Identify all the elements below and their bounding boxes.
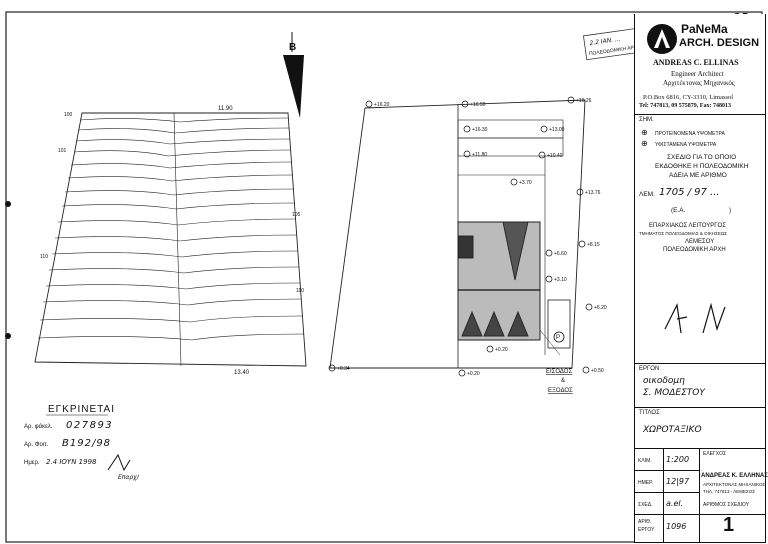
- contour-label: 105: [292, 212, 301, 218]
- drawing-title: ΧΩΡΟΤΑΞΙΚΟ: [643, 425, 702, 435]
- firm-address: P.O.Box 6816, CY-3310, Limassol: [643, 94, 734, 101]
- level: +13.00: [549, 127, 565, 133]
- legend-proposed: ΠΡΟΤΕΙΝΟΜΕΝΑ ΥΨΟΜΕΤΡΑ: [655, 131, 725, 137]
- entrance-and: &: [561, 378, 565, 384]
- plan-line1: ΣΧΕΔΙΟ ΓΙΑ ΤΟ ΟΠΟΙΟ: [667, 154, 737, 161]
- project-line1: οικοδομη: [643, 376, 685, 386]
- level: +0.50: [591, 368, 604, 374]
- level: +10.40: [547, 153, 563, 159]
- contour-label: 101: [58, 148, 67, 154]
- level: +13.76: [585, 190, 601, 196]
- firm-title-en: Engineer Architect: [671, 70, 724, 78]
- level: +0.20: [495, 347, 508, 353]
- level: +16.30: [472, 127, 488, 133]
- exit-label: ΕΞΟΔΟΣ: [548, 388, 573, 394]
- level: +3.70: [519, 180, 532, 186]
- svg-text:B192/98: B192/98: [62, 438, 111, 449]
- level: +11.80: [472, 152, 487, 158]
- level: +6.60: [554, 251, 567, 257]
- logo-line2: ARCH. DESIGN: [679, 37, 760, 49]
- plan-line2: ΕΚΔΟΘΗΚΕ Η ΠΟΛΕΟΔΟΜΙΚΗ: [655, 163, 749, 170]
- title-label: ΤΙΤΛΟΣ: [639, 410, 660, 416]
- drawn-label: ΣΧΕΔ.: [638, 502, 653, 508]
- drawn-value: a.el.: [666, 499, 684, 508]
- scale-value: 1:200: [666, 455, 690, 464]
- drawing-no-label: ΑΡΙΘΜΟΣ ΣΧΕΔΙΟΥ: [703, 502, 750, 508]
- checker-stamp-role: ΑΡΧΙΤΕΚΤΟΝΑΣ ΜΗΧΑΝΙΚΟΣ: [703, 482, 766, 487]
- svg-text:Αρ. φάκελ.: Αρ. φάκελ.: [24, 423, 53, 430]
- contour-label: 100: [64, 112, 73, 118]
- job-label2: ΕΡΓΟΥ: [638, 527, 655, 533]
- dim-top: 11.90: [218, 106, 233, 112]
- svg-text:Αρ. Φοιτ.: Αρ. Φοιτ.: [24, 442, 49, 448]
- department: ΤΜΗΜΑΤΟΣ ΠΟΛΕΟΔΟΜΙΑΣ & ΟΙΚΗΣΕΩΣ: [639, 231, 728, 236]
- dim-bottom: 13.40: [234, 370, 250, 376]
- checker-stamp-tel: ΤΗΛ. 747813 - ΛΕΜΕΣΟΣ: [703, 489, 756, 494]
- permit-label: ΛΕΜ.: [639, 191, 655, 198]
- project-label: ΕΡΓΟΝ: [639, 366, 660, 372]
- title-block: PaNeMa ARCH. DESIGN ANDREAS C. ELLINAS E…: [634, 14, 768, 543]
- firm-phones: Tel: 747813, 09 575879, Fax: 748013: [639, 103, 731, 109]
- city: ΛΕΜΕΣΟΥ: [685, 239, 715, 245]
- svg-text:ΕΓΚΡΙΝΕΤΑΙ: ΕΓΚΡΙΝΕΤΑΙ: [48, 404, 115, 415]
- checker-stamp-name: ΑΝΔΡΕΑΣ Κ. ΕΛΛΗΝΑΣ: [701, 473, 768, 479]
- level: +16.20: [374, 102, 390, 108]
- level: +3.10: [554, 277, 567, 283]
- plan-line3: ΑΔΕΙΑ ΜΕ ΑΡΙΘΜΟ: [669, 172, 727, 179]
- svg-text:B: B: [289, 42, 296, 53]
- level: +6.20: [594, 305, 607, 311]
- svg-text:2.2 ΙΑΝ. ...: 2.2 ΙΑΝ. ...: [589, 36, 621, 47]
- contour-label: 110: [40, 254, 48, 260]
- svg-text:2.4 ΙΟΥΝ 1998: 2.4 ΙΟΥΝ 1998: [46, 458, 97, 466]
- ea-label: (Ε.Α.: [671, 207, 686, 214]
- svg-text:Επαρχ/: Επαρχ/: [118, 474, 140, 481]
- authority: ΠΟΛΕΟΔΟΜΙΚΗ ΑΡΧΗ: [663, 247, 726, 253]
- date-label: ΗΜΕΡ.: [638, 480, 654, 486]
- level: +16.50: [470, 102, 486, 108]
- contour-label: 110: [296, 288, 304, 294]
- approval-stamp: ΕΓΚΡΙΝΕΤΑΙ Αρ. φάκελ. 027893 Αρ. Φοιτ. B…: [24, 404, 140, 481]
- site-plan-left: [34, 112, 307, 367]
- entrance-label: ΕΙΣΟΔΟΣ: [546, 369, 572, 375]
- drawing-number: 1: [723, 514, 735, 536]
- level: +0.20: [467, 371, 480, 377]
- level: +16.26: [576, 98, 592, 104]
- north-arrow-icon: B: [283, 32, 304, 118]
- date-value: 12|97: [666, 477, 690, 486]
- legend-existing: ΥΦΙΣΤΑΜΕΝΑ ΥΨΟΜΕΤΡΑ: [655, 142, 717, 148]
- svg-text:027893: 027893: [66, 420, 113, 431]
- firm-logo-icon: [647, 24, 677, 54]
- firm-name: ANDREAS C. ELLINAS: [653, 58, 739, 67]
- existing-level-icon: ⊕: [641, 139, 648, 148]
- job-label1: ΑΡΙΘ.: [638, 519, 652, 525]
- project-line2: Σ. ΜΟΔΕΣΤΟΥ: [643, 388, 705, 398]
- parking-icon: [553, 331, 565, 343]
- parking-label: P: [556, 335, 560, 341]
- level: +0.34: [337, 366, 350, 372]
- punch-hole: [5, 333, 11, 339]
- proposed-level-icon: ⊕: [641, 128, 648, 137]
- job-value: 1096: [666, 522, 687, 531]
- firm-title-gr: Αρχιτέκτονας Μηχανικός: [663, 79, 735, 87]
- svg-text:Ημερ.: Ημερ.: [24, 460, 40, 466]
- level: +8.15: [587, 242, 600, 248]
- punch-hole: [5, 201, 11, 207]
- level-markers: [328, 96, 593, 377]
- officer: ΕΠΑΡΧΙΑΚΟΣ ΛΕΙΤΟΥΡΓΟΣ: [649, 223, 726, 229]
- notes-header: ΣΗΜ.: [639, 117, 654, 123]
- logo-line1: PaNeMa: [681, 22, 728, 36]
- checked-label: ΕΛΕΓΧΟΣ: [703, 451, 727, 457]
- scale-label: ΚΛΙΜ.: [638, 458, 652, 464]
- site-plan-right: [329, 99, 586, 369]
- permit-number: 1705 / 97 ...: [659, 187, 720, 198]
- signature-icon: [664, 302, 726, 334]
- ea-close: ): [729, 207, 732, 214]
